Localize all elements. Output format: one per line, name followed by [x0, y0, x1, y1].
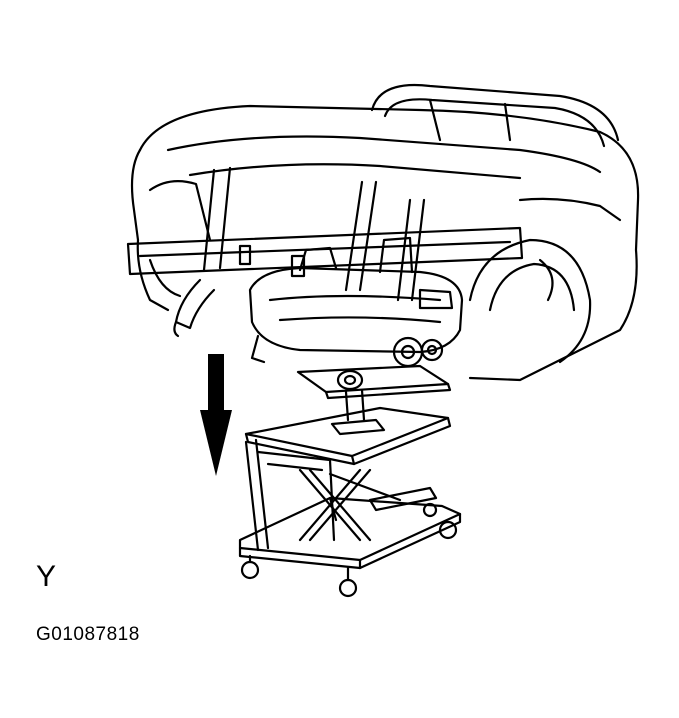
engine-assembly — [173, 166, 464, 368]
down-arrow-icon — [200, 354, 232, 476]
corner-label: Y — [36, 560, 57, 593]
car-body — [126, 84, 640, 382]
figure-code: G01087818 — [36, 624, 140, 645]
engine-lift-table — [238, 406, 462, 598]
support-plate — [296, 364, 452, 436]
